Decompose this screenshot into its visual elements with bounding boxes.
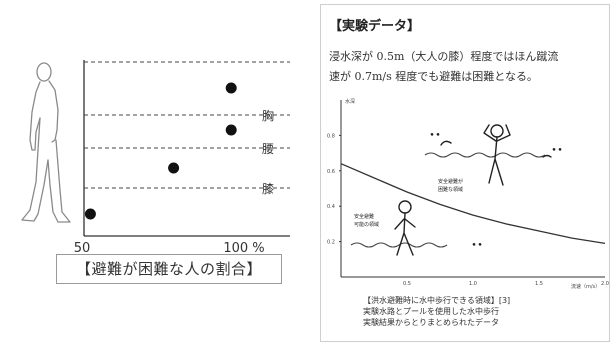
- scatter-point-1: [84, 208, 96, 220]
- right-y-tick-label-2: 0.6: [327, 169, 335, 175]
- x-tick-label-100: 100 %: [223, 241, 264, 256]
- lower-water-line: [350, 242, 448, 248]
- right-y-tick-label-4: 0.2: [327, 240, 335, 246]
- right-x-axis-label: 流速（m/s）: [571, 283, 600, 290]
- walking-person-icon: [21, 62, 71, 223]
- x-tick-label-50: 50: [74, 241, 91, 256]
- scatter-point-4: [225, 124, 237, 136]
- right-axis-ticks: 0.8 0.6 0.4 0.2 0.5 1.0 1.5 2.0: [327, 133, 609, 287]
- evacuation-difficulty-chart: 胸 腰 膝 50 100 %: [21, 60, 290, 256]
- source-note: 【洪水避難時に水中歩行できる領域】[3] 実験水路とプールを使用した水中歩行 実…: [363, 295, 603, 328]
- scatter-point-3: [225, 82, 237, 94]
- struggling-person-icon: ・・ ・・: [428, 124, 564, 186]
- description-line-2: 速が 0.7m/s 程度でも避難は困難となる。: [329, 70, 538, 83]
- level-label-knee: 膝: [262, 182, 274, 196]
- source-note-line-2: 実験水路とプールを使用した水中歩行: [363, 307, 499, 316]
- description-line-1: 浸水深が 0.5m（大人の膝）程度ではほん蹴流: [329, 50, 559, 63]
- right-y-axis-label: 水深: [345, 98, 355, 105]
- right-panel: 【実験データ】 浸水深が 0.5m（大人の膝）程度ではほん蹴流 速が 0.7m/…: [320, 4, 610, 342]
- experiment-description: 浸水深が 0.5m（大人の膝）程度ではほん蹴流 速が 0.7m/s 程度でも避難…: [329, 47, 609, 87]
- left-chart-caption: 【避難が困難な人の割合】: [56, 254, 282, 284]
- right-y-tick-label-1: 0.8: [327, 133, 335, 139]
- svg-text:・・: ・・: [471, 242, 483, 249]
- difficult-region-label-2: 困難な領域: [438, 186, 463, 193]
- evacuation-limit-curve: [340, 163, 606, 245]
- flow-depth-chart: 水深 流速（m/s） 0.8 0.6 0.4 0.2 0.5 1.0 1.5 2.0 ・・ ・…: [327, 98, 609, 290]
- possible-region-label-2: 可能の領域: [354, 221, 379, 228]
- svg-text:・・: ・・: [551, 147, 563, 154]
- walking-in-water-icon: ・・: [394, 200, 484, 256]
- level-label-waist: 腰: [262, 142, 274, 156]
- right-x-tick-label-4: 2.0: [601, 281, 609, 287]
- level-label-chest: 胸: [262, 108, 274, 123]
- right-y-tick-label-3: 0.4: [327, 204, 335, 210]
- left-panel: 胸 腰 膝 50 100 % 【避難が困難な人の割合】: [0, 0, 305, 345]
- source-note-line-3: 実験結果からとりまとめられたデータ: [363, 318, 499, 327]
- svg-text:・・: ・・: [429, 132, 441, 139]
- upper-water-line: [424, 152, 546, 158]
- right-x-tick-label-2: 1.0: [469, 281, 477, 287]
- difficult-region-label-1: 安全避難が: [438, 178, 463, 185]
- experiment-data-title: 【実験データ】: [329, 19, 421, 34]
- right-x-tick-label-3: 1.5: [535, 281, 543, 287]
- possible-region-label-1: 安全避難: [354, 213, 374, 220]
- scatter-points: [84, 82, 237, 220]
- source-note-line-1: 【洪水避難時に水中歩行できる領域】[3]: [363, 296, 511, 305]
- right-x-tick-label-1: 0.5: [403, 281, 411, 287]
- scatter-point-2: [168, 162, 180, 174]
